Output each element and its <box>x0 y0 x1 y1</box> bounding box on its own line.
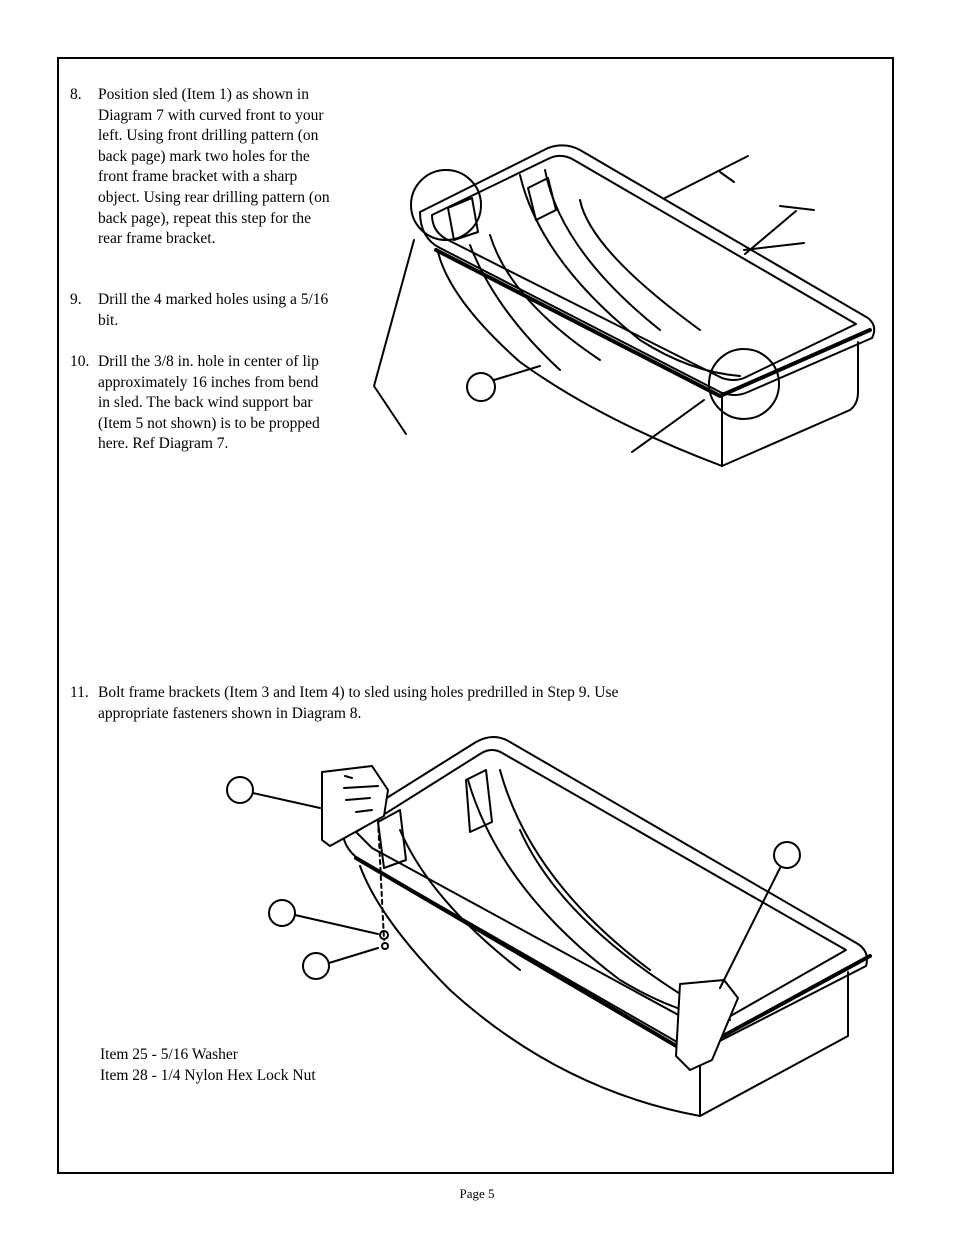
step-text: Drill the 3/8 in. hole in center of lip … <box>98 353 320 453</box>
fastener-legend: Item 25 - 5/16 Washer Item 28 - 1/4 Nylo… <box>100 1044 316 1086</box>
step-number: 9. <box>70 291 82 308</box>
legend-item-lock-nut: Item 28 - 1/4 Nylon Hex Lock Nut <box>100 1067 316 1084</box>
page-number: Page 5 <box>459 1186 495 1201</box>
legend-item-washer: Item 25 - 5/16 Washer <box>100 1046 238 1063</box>
step-text: Position sled (Item 1) as shown in Diagr… <box>98 86 330 248</box>
step-number: 8. <box>70 86 82 103</box>
step-text: Bolt frame brackets (Item 3 and Item 4) … <box>98 684 619 722</box>
step-number: 10. <box>70 353 90 370</box>
step-text: Drill the 4 marked holes using a 5/16 bi… <box>98 291 329 329</box>
page-border <box>57 57 894 1174</box>
step-number: 11. <box>70 684 89 701</box>
